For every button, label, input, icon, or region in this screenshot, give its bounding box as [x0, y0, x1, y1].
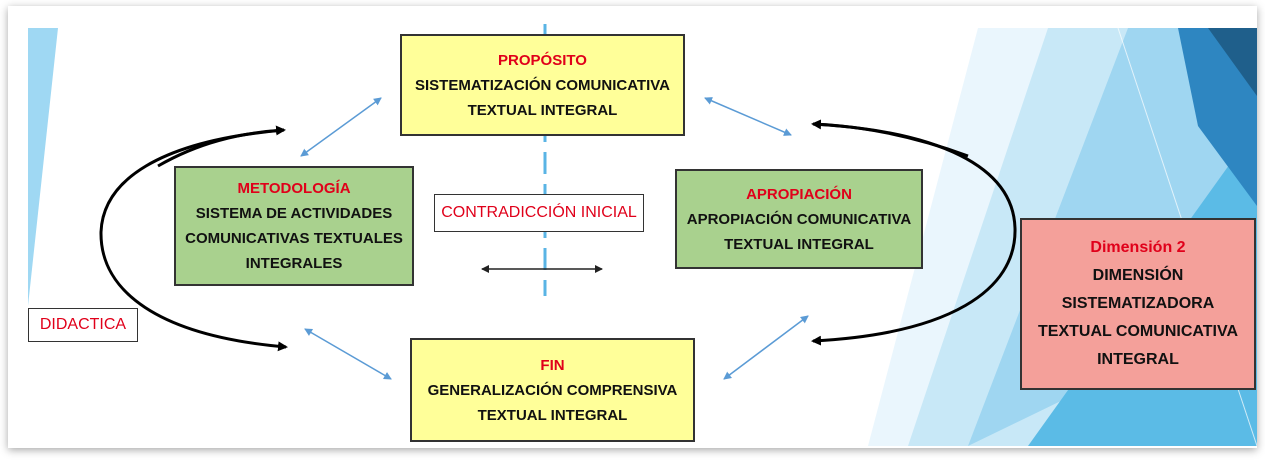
dimension-heading: Dimensión 2 — [1090, 239, 1186, 256]
fin-heading: FIN — [540, 356, 565, 374]
proposito-heading: PROPÓSITO — [498, 51, 587, 69]
metodologia-line-3: INTEGRALES — [245, 255, 343, 272]
diagram-frame: PROPÓSITO SISTEMATIZACIÓN COMUNICATIVA T… — [8, 6, 1257, 448]
bg-triangle-5 — [1178, 28, 1257, 206]
apropiacion-line-1: APROPIACIÓN COMUNICATIVA — [686, 210, 912, 228]
dimension-line-3: TEXTUAL COMUNICATIVA — [1038, 323, 1238, 340]
apropiacion-line-2: TEXTUAL INTEGRAL — [724, 235, 874, 253]
proposito-line-2: TEXTUAL INTEGRAL — [467, 101, 618, 119]
metodologia-box: METODOLOGÍA SISTEMA DE ACTIVIDADES COMUN… — [174, 166, 414, 286]
metodologia-line-2: COMUNICATIVAS TEXTUALES — [185, 230, 403, 247]
bg-triangle-6 — [1208, 28, 1257, 96]
apropiacion-box: APROPIACIÓN APROPIACIÓN COMUNICATIVA TEX… — [675, 169, 923, 269]
didactica-label: DIDACTICA — [28, 308, 138, 342]
metodologia-line-1: SISTEMA DE ACTIVIDADES — [195, 205, 393, 222]
dimension-line-4: INTEGRAL — [1097, 351, 1179, 368]
proposito-box: PROPÓSITO SISTEMATIZACIÓN COMUNICATIVA T… — [400, 34, 685, 136]
contradiccion-inicial-label: CONTRADICCIÓN INICIAL — [434, 194, 644, 232]
left-accent-triangle — [28, 28, 58, 306]
metodologia-heading: METODOLOGÍA — [237, 180, 351, 197]
fin-box: FIN GENERALIZACIÓN COMPRENSIVA TEXTUAL I… — [410, 338, 695, 442]
dimension-line-1: DIMENSIÓN — [1092, 267, 1184, 284]
dimension-2-box: Dimensión 2 DIMENSIÓN SISTEMATIZADORA TE… — [1020, 218, 1256, 390]
fin-line-1: GENERALIZACIÓN COMPRENSIVA — [427, 381, 678, 399]
dimension-line-2: SISTEMATIZADORA — [1061, 295, 1215, 312]
fin-line-2: TEXTUAL INTEGRAL — [477, 406, 628, 424]
proposito-line-1: SISTEMATIZACIÓN COMUNICATIVA — [415, 76, 670, 94]
apropiacion-heading: APROPIACIÓN — [746, 185, 852, 203]
